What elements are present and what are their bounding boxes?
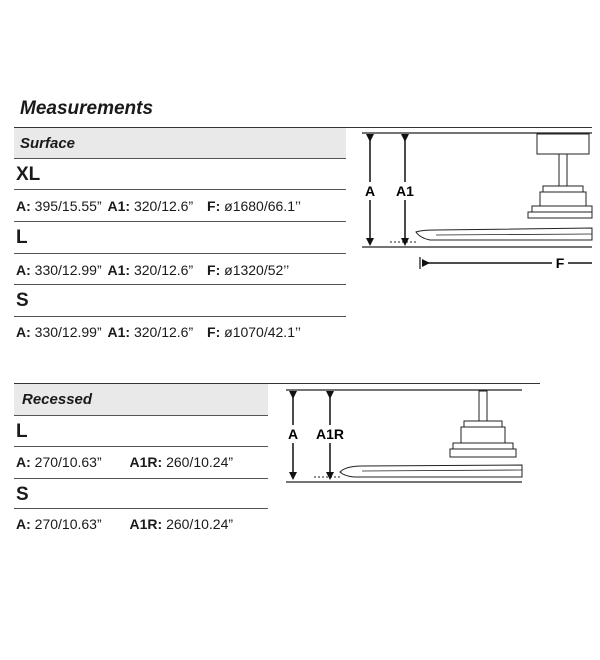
dimension-a1r-label: A1R	[316, 426, 344, 442]
spec-label: F:	[207, 324, 221, 340]
recessed-fan-diagram: A A1R	[285, 389, 523, 483]
spec-value: 330/12.99”	[34, 324, 102, 340]
dimension-a-label: A	[365, 183, 375, 199]
size-label-xl: XL	[16, 164, 41, 185]
divider	[14, 478, 268, 479]
spec-label: A1:	[107, 324, 131, 340]
spec-value: 320/12.6”	[133, 198, 194, 214]
spec-value: 320/12.6”	[133, 262, 194, 278]
divider	[14, 221, 346, 222]
spec-label: A:	[16, 324, 31, 340]
spec-label: F:	[207, 198, 221, 214]
spec-label: A1R:	[129, 454, 163, 470]
recessed-size-label-l: L	[16, 421, 28, 442]
spec-label: A:	[16, 198, 31, 214]
dimension-a-label: A	[288, 426, 298, 442]
spec-value: 270/10.63”	[34, 454, 102, 470]
surface-header-band	[14, 128, 346, 158]
surface-xl-specs: A: 395/15.55” A1: 320/12.6” F: ø1680/66.…	[16, 198, 301, 214]
spec-value: 320/12.6”	[133, 324, 194, 340]
spec-value: 330/12.99”	[34, 262, 102, 278]
surface-l-specs: A: 330/12.99” A1: 320/12.6” F: ø1320/52’…	[16, 262, 289, 278]
surface-fan-diagram: A A1 F	[362, 132, 593, 272]
dimension-f-label: F	[556, 255, 565, 271]
surface-top-rule	[14, 127, 592, 128]
divider	[14, 446, 268, 447]
spec-label: A:	[16, 516, 31, 532]
spec-label: A:	[16, 262, 31, 278]
recessed-size-label-s: S	[16, 484, 29, 505]
divider	[14, 253, 346, 254]
spec-value: 260/10.24”	[166, 516, 234, 532]
spec-value: ø1070/42.1’’	[224, 324, 301, 340]
surface-s-specs: A: 330/12.99” A1: 320/12.6” F: ø1070/42.…	[16, 324, 301, 340]
recessed-s-specs: A: 270/10.63” A1R: 260/10.24”	[16, 516, 233, 532]
surface-section-title: Surface	[20, 135, 76, 152]
spec-label: A1R:	[129, 516, 163, 532]
spec-value: 395/15.55”	[34, 198, 102, 214]
size-label-s: S	[16, 290, 29, 311]
spec-label: A:	[16, 454, 31, 470]
recessed-section-title: Recessed	[22, 391, 93, 408]
divider	[14, 508, 268, 509]
size-label-l: L	[16, 227, 28, 248]
divider	[14, 284, 346, 285]
divider	[14, 189, 346, 190]
spec-label: A1:	[107, 262, 131, 278]
spec-value: 260/10.24”	[166, 454, 234, 470]
recessed-header-band	[14, 384, 268, 415]
page-title: Measurements	[20, 98, 154, 119]
spec-label: F:	[207, 262, 221, 278]
recessed-l-specs: A: 270/10.63” A1R: 260/10.24”	[16, 454, 233, 470]
recessed-top-rule	[14, 383, 540, 384]
divider	[14, 415, 268, 416]
divider	[14, 158, 346, 159]
spec-value: ø1680/66.1’’	[224, 198, 301, 214]
dimension-a1-label: A1	[396, 183, 414, 199]
spec-label: A1:	[107, 198, 131, 214]
spec-value: ø1320/52’’	[224, 262, 290, 278]
divider	[14, 316, 346, 317]
spec-value: 270/10.63”	[34, 516, 102, 532]
